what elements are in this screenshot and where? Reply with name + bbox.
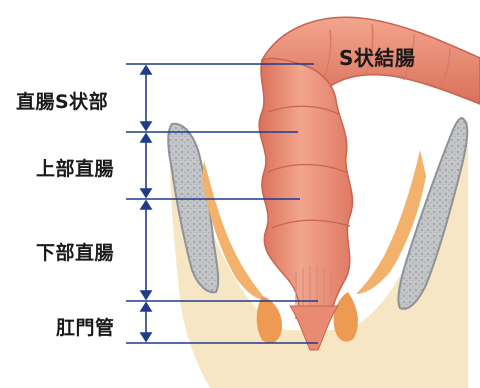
arrow-up	[141, 66, 151, 74]
arrow-down	[141, 122, 151, 130]
label-lower-rectum: 下部直腸	[36, 238, 114, 265]
label-anal-canal: 肛門管	[56, 313, 115, 340]
label-rectosigmoid: 直腸S状部	[16, 87, 108, 114]
label-upper-rectum: 上部直腸	[36, 154, 114, 181]
right-sphincter-muscle	[334, 292, 358, 342]
left-sphincter-muscle	[257, 296, 282, 343]
label-sigmoid-colon: S状結腸	[339, 42, 415, 71]
rectum	[259, 58, 352, 318]
